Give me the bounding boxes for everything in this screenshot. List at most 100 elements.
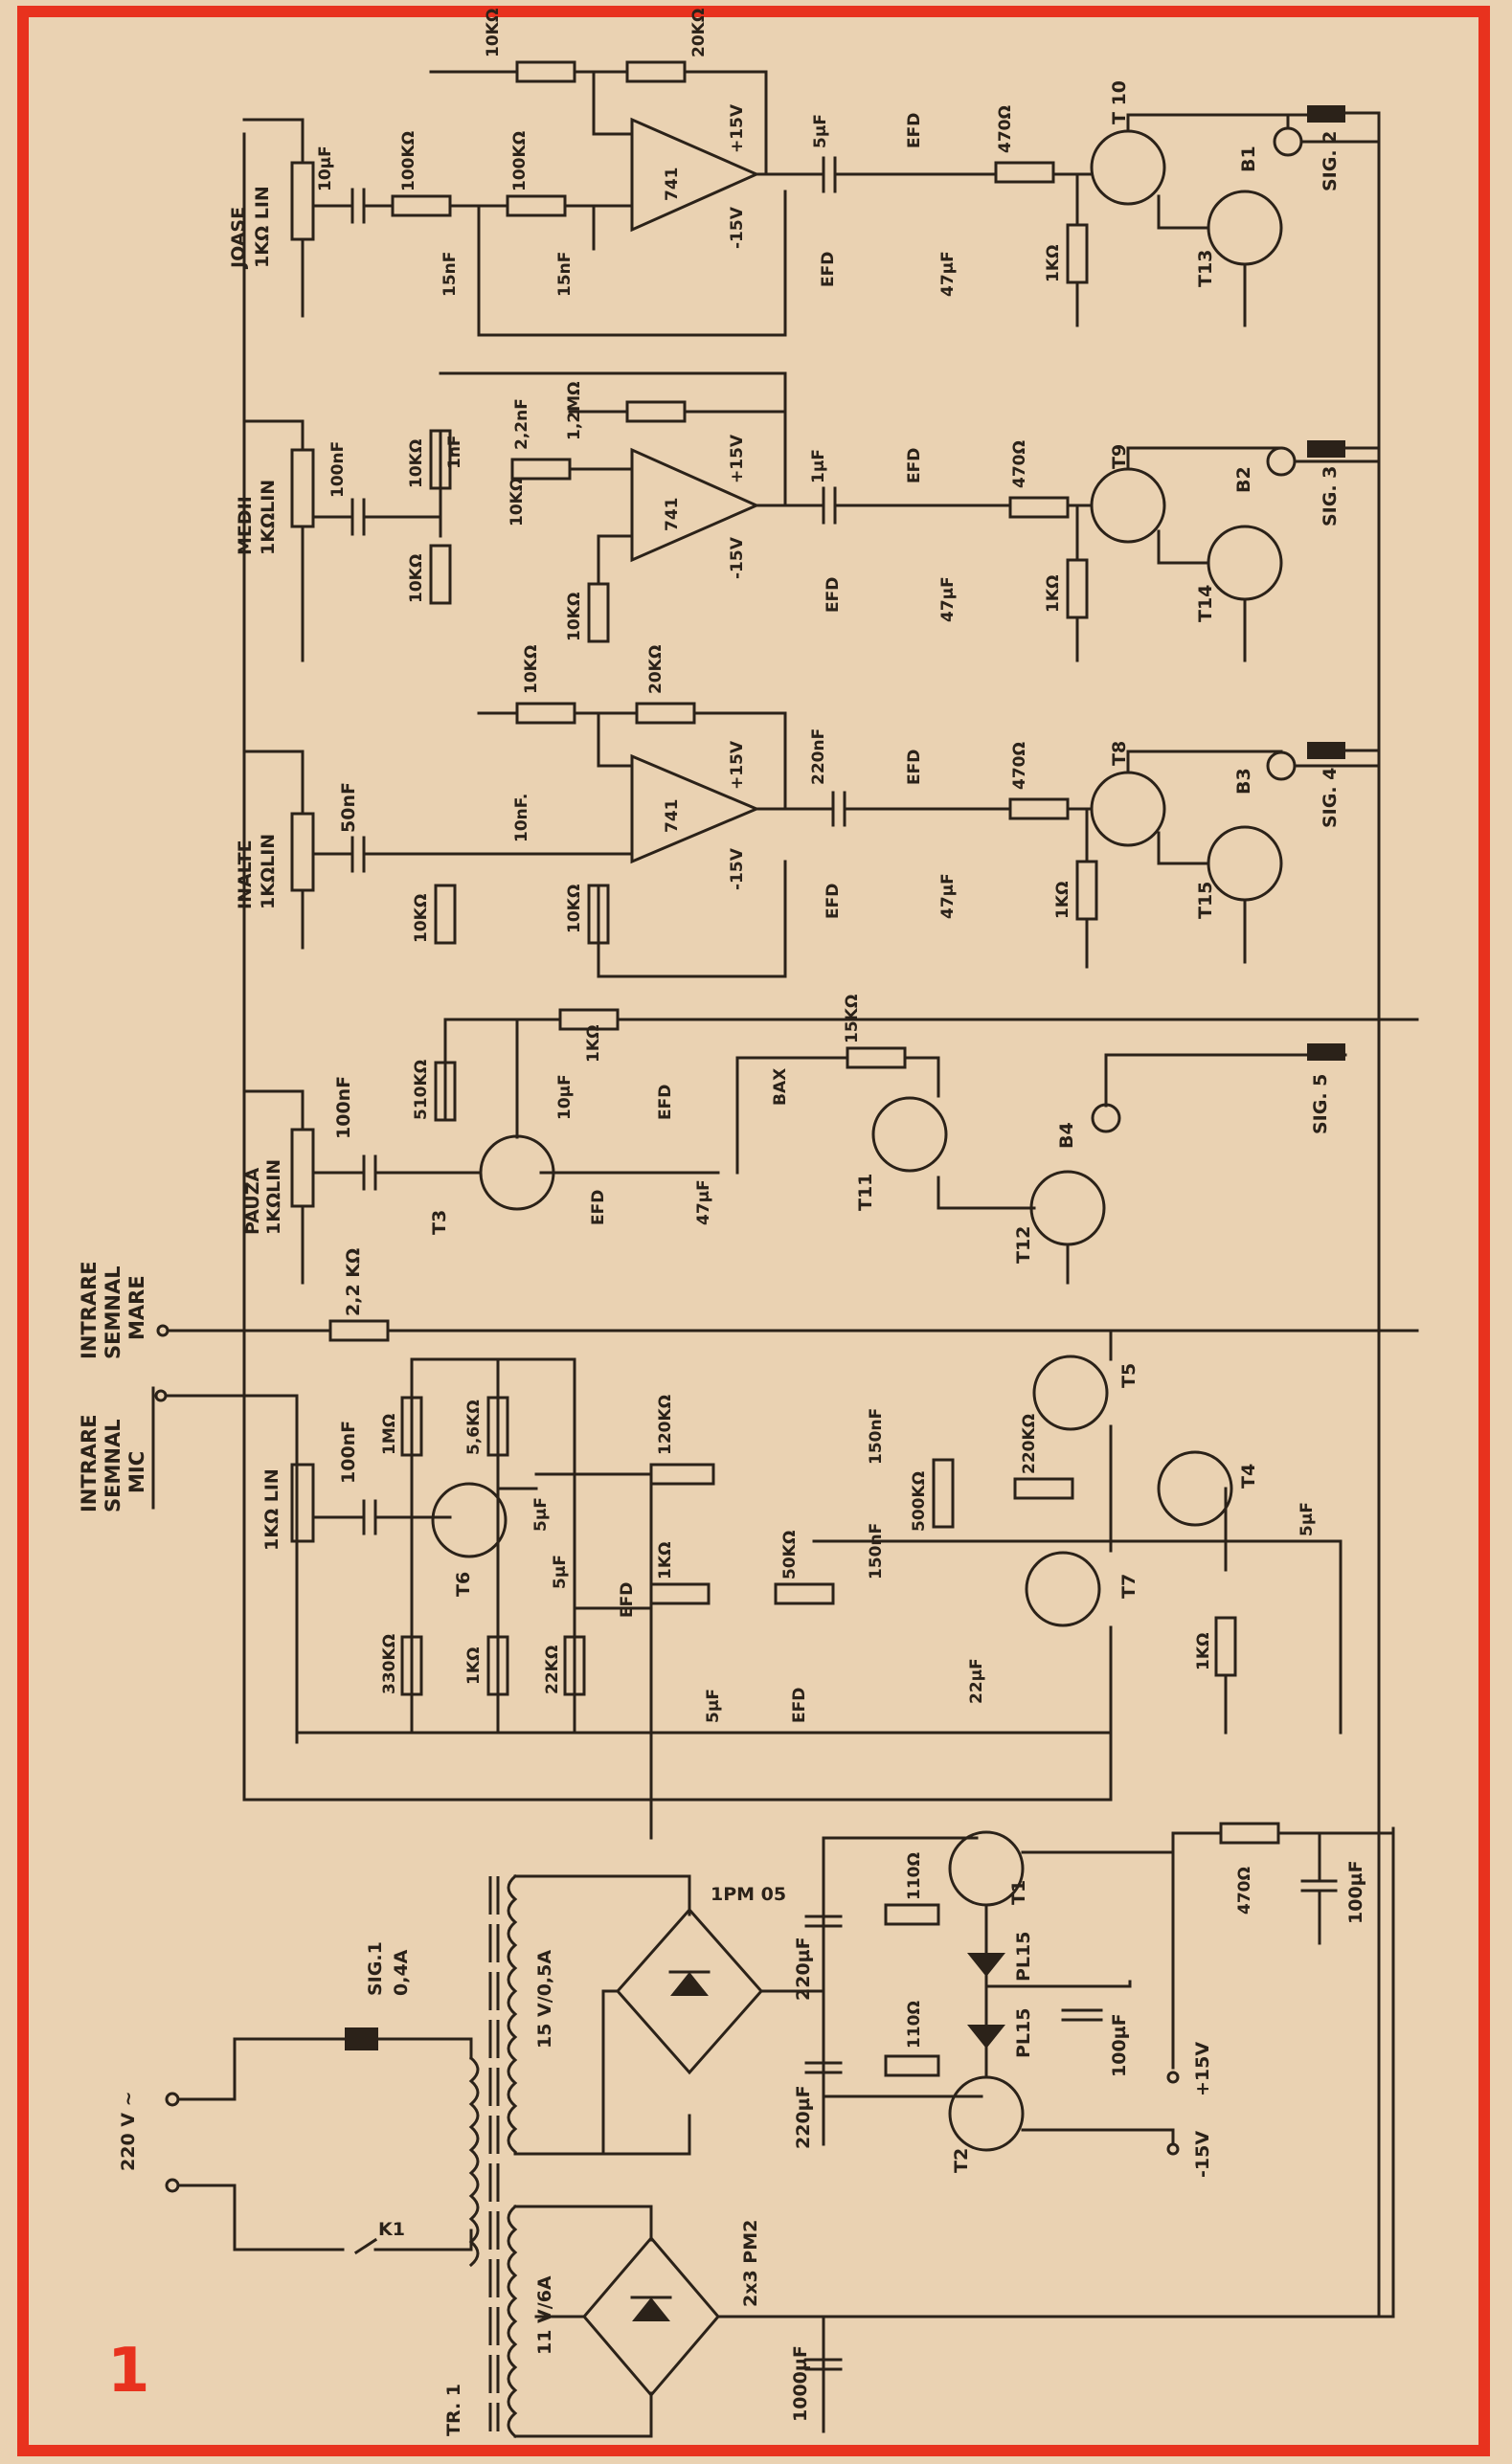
input-mare-l2: SEMNAL bbox=[102, 1266, 124, 1359]
sig2-label: SIG. 2 bbox=[1320, 131, 1341, 191]
r2k2 bbox=[328, 1319, 390, 1342]
t4-label: T4 bbox=[1238, 1464, 1259, 1489]
r20k-joase: 20KΩ bbox=[689, 9, 709, 57]
c100u-b-label: 100µF bbox=[1345, 1860, 1366, 1924]
r10k-medii-b: 10KΩ bbox=[407, 554, 426, 603]
frame-border bbox=[17, 6, 1490, 2456]
input-mare-l1: INTRARE bbox=[78, 1261, 101, 1359]
r22k-label: 22KΩ bbox=[543, 1646, 562, 1694]
t8-label: T8 bbox=[1109, 741, 1130, 766]
joase-label-1: JOASE bbox=[228, 207, 249, 270]
t9-label: T9 bbox=[1109, 444, 1130, 469]
opamp-joase bbox=[630, 117, 760, 233]
sig1-fuse bbox=[345, 2027, 378, 2050]
opamp-inalte-vp: +15V bbox=[728, 740, 747, 790]
sig1-rating: 0,4A bbox=[391, 1949, 412, 1996]
c220u-b-label: 220µF bbox=[793, 2085, 814, 2149]
r100k-joase-a: 100KΩ bbox=[399, 131, 418, 191]
pl15-b-label: PL15 bbox=[1013, 2008, 1034, 2058]
inalte-channel: INALTE 1KΩLIN 50nF 10KΩ 10nF. 10KΩ 10KΩ … bbox=[235, 645, 1381, 978]
opamp-medii-741: 741 bbox=[663, 498, 682, 532]
transistor-t9 bbox=[1090, 467, 1166, 544]
sig5-lamp bbox=[1307, 1043, 1345, 1061]
r1k-joase: 1KΩ bbox=[1044, 245, 1063, 282]
pot-inalte[interactable] bbox=[290, 812, 315, 892]
r10k-medii-d: 10KΩ bbox=[565, 593, 584, 641]
pot-pauza[interactable] bbox=[290, 1128, 315, 1208]
r10k-medii-a: 10KΩ bbox=[407, 439, 426, 488]
efd-inalte-b: EFD bbox=[824, 884, 843, 919]
bulb-b3 bbox=[1266, 750, 1297, 781]
r10k-medii-c: 10KΩ bbox=[508, 478, 527, 526]
b2-label: B2 bbox=[1233, 466, 1254, 493]
efd-medii-b: EFD bbox=[824, 577, 843, 613]
page-number: 1 bbox=[107, 2336, 150, 2407]
opamp-inalte-vn: -15V bbox=[728, 847, 747, 890]
bridge2-label: 2x3 PM2 bbox=[740, 2220, 761, 2307]
bulb-b2 bbox=[1266, 446, 1297, 477]
opamp-medii-vp: +15V bbox=[728, 434, 747, 483]
c47u-joase: 47µF bbox=[938, 251, 958, 297]
opamp-inalte-741: 741 bbox=[663, 799, 682, 834]
r10k-inalte-c: 10KΩ bbox=[522, 645, 541, 694]
r1k-b-label: 1KΩ bbox=[656, 1542, 675, 1579]
transistor-t11 bbox=[871, 1096, 948, 1173]
transistor-t2 bbox=[948, 2075, 1025, 2152]
mains-label: 220 V ~ bbox=[118, 2091, 139, 2171]
input-mic-l2: SEMNAL bbox=[102, 1419, 124, 1512]
efd-inalte-a: EFD bbox=[905, 750, 924, 785]
pot-joase[interactable] bbox=[290, 161, 315, 241]
input-mic-l3: MIC bbox=[125, 1451, 148, 1493]
c10n-label: 10nF. bbox=[512, 794, 531, 842]
r20k-inalte: 20KΩ bbox=[646, 645, 666, 694]
secondary-15v bbox=[507, 1873, 518, 2155]
c15n-joase-a: 15nF bbox=[440, 252, 460, 297]
r110-a bbox=[884, 1903, 940, 1926]
c100n-main-label: 100nF bbox=[338, 1421, 359, 1484]
r470-joase: 470Ω bbox=[996, 105, 1015, 153]
t3-label: T3 bbox=[429, 1210, 450, 1235]
c150n-a-label: 150nF bbox=[867, 1408, 886, 1465]
r56k-label: 5,6KΩ bbox=[464, 1400, 484, 1455]
c1000u-label: 1000µF bbox=[790, 2345, 811, 2422]
r110-a-label: 110Ω bbox=[905, 1852, 924, 1900]
transistor-t14 bbox=[1207, 525, 1283, 601]
t15-label: T15 bbox=[1195, 882, 1216, 919]
secondary-11v bbox=[507, 2204, 518, 2439]
efd-joase-b: EFD bbox=[819, 252, 838, 287]
r470-medii: 470Ω bbox=[1010, 440, 1029, 488]
c5u-t6b-label: 5µF bbox=[551, 1555, 570, 1589]
c10u-joase: 10µF bbox=[316, 146, 335, 191]
r110-b bbox=[884, 2054, 940, 2077]
r10k-inalte-b: 10KΩ bbox=[565, 885, 584, 933]
pot-medii[interactable] bbox=[290, 448, 315, 528]
inalte-label-2: 1KΩLIN bbox=[258, 834, 279, 909]
t13-label: T13 bbox=[1195, 250, 1216, 287]
medii-label-2: 1KΩLIN bbox=[258, 480, 279, 555]
sig1-label: SIG.1 bbox=[365, 1941, 386, 1996]
inalte-label-1: INALTE bbox=[235, 840, 256, 909]
transistor-t10 bbox=[1090, 129, 1166, 206]
r1k-medii: 1KΩ bbox=[1044, 575, 1063, 613]
r1k-inalte: 1KΩ bbox=[1053, 882, 1072, 919]
r120k bbox=[649, 1463, 715, 1486]
c5u-t6a-label: 5µF bbox=[531, 1497, 551, 1532]
pot-500k bbox=[932, 1458, 955, 1529]
r10k-inalte-a: 10KΩ bbox=[412, 894, 431, 943]
b4-label: B4 bbox=[1056, 1122, 1077, 1149]
pot-main[interactable] bbox=[290, 1463, 315, 1543]
t1-label: T1 bbox=[1008, 1880, 1029, 1905]
c22n-label: 2,2nF bbox=[512, 398, 531, 450]
r470-inalte: 470Ω bbox=[1010, 742, 1029, 790]
transistor-t7 bbox=[1025, 1551, 1101, 1627]
transistor-t8 bbox=[1090, 771, 1166, 847]
transistor-t6 bbox=[431, 1482, 508, 1558]
efd-pre2-label: EFD bbox=[618, 1582, 637, 1618]
c47u-medii: 47µF bbox=[938, 576, 958, 622]
c10u-pauza-label: 10µF bbox=[555, 1074, 575, 1120]
transformer-label: TR. 1 bbox=[443, 2384, 464, 2436]
plus15-label: +15V bbox=[1192, 2042, 1213, 2096]
preamp-section: INTRARE SEMNAL MIC INTRARE SEMNAL MARE 2… bbox=[78, 132, 1419, 1840]
c220n-label: 220nF bbox=[809, 728, 828, 785]
